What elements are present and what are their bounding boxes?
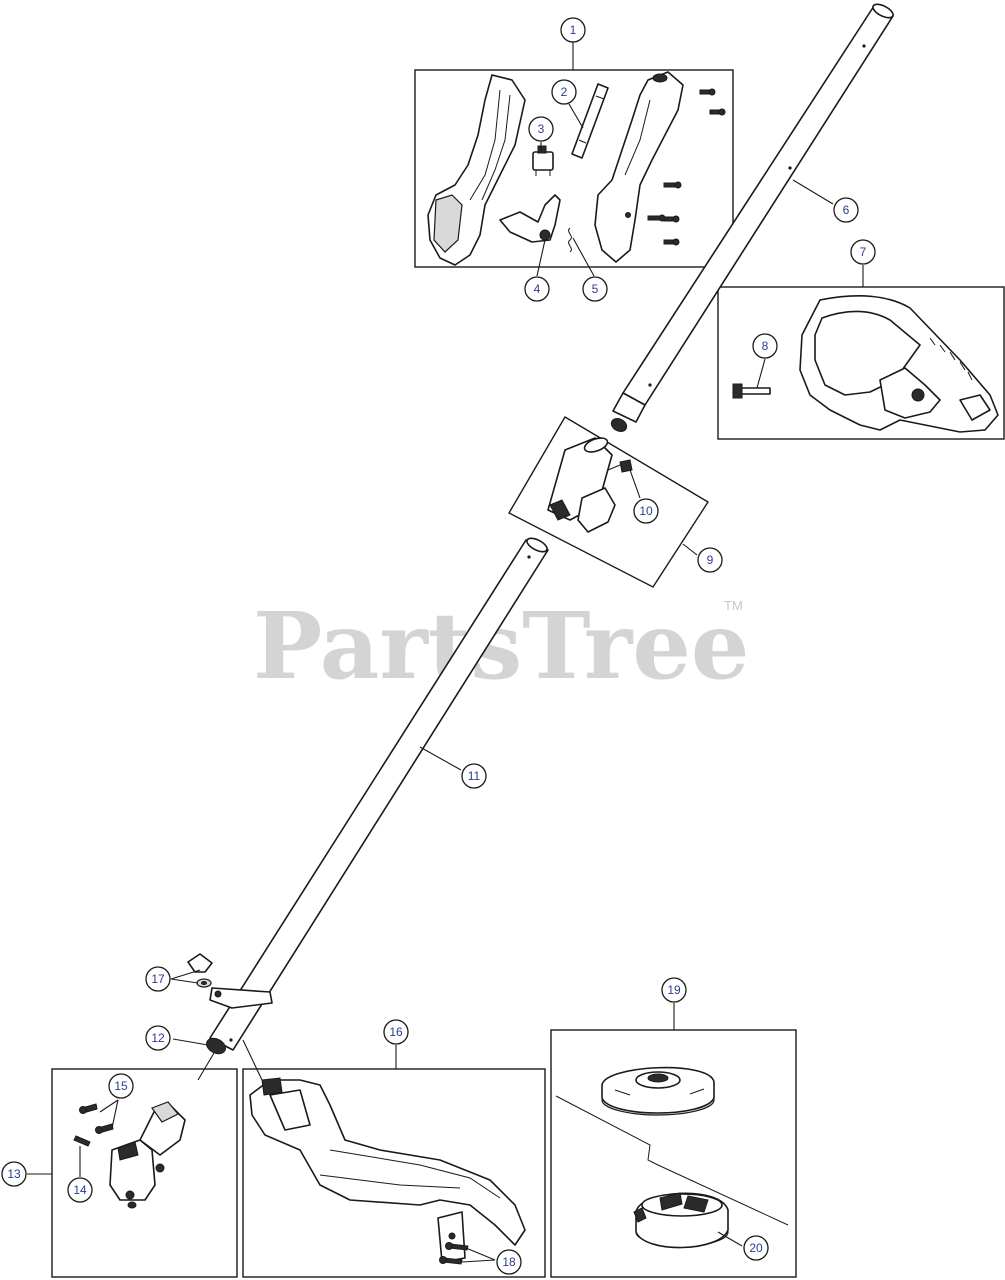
spring — [568, 227, 572, 253]
wing-nut — [187, 953, 213, 988]
handle-right-housing — [594, 71, 684, 263]
callout-5: 5 — [582, 276, 608, 302]
callout-20: 20 — [743, 1235, 769, 1261]
switch — [532, 145, 554, 176]
switch-plate — [571, 83, 609, 159]
svg-text:12: 12 — [151, 1031, 165, 1045]
callout-8: 8 — [752, 333, 778, 359]
trimmer-spool — [633, 1192, 729, 1249]
callout-15: 15 — [108, 1073, 134, 1099]
svg-text:4: 4 — [534, 282, 541, 296]
guard-screws — [439, 1242, 469, 1265]
callout-17: 17 — [145, 966, 171, 992]
shaft-clamp — [209, 987, 273, 1009]
box-assist-handle — [717, 286, 1005, 440]
svg-text:13: 13 — [7, 1167, 21, 1181]
guard — [249, 1077, 526, 1246]
svg-text:11: 11 — [468, 769, 481, 783]
trimmer-head-cap — [601, 1066, 715, 1116]
callout-7: 7 — [850, 239, 876, 265]
callout-11: 11 — [461, 763, 487, 789]
svg-text:8: 8 — [762, 339, 769, 353]
callout-9: 9 — [697, 547, 723, 573]
lower-shaft — [206, 537, 549, 1055]
callout-18: 18 — [496, 1249, 522, 1275]
assist-handle-bolt — [732, 383, 771, 399]
upper-shaft — [610, 3, 894, 432]
callout-12: 12 — [145, 1025, 171, 1051]
svg-text:2: 2 — [561, 85, 568, 99]
svg-text:10: 10 — [639, 504, 653, 518]
svg-text:16: 16 — [389, 1025, 403, 1039]
svg-text:5: 5 — [592, 282, 599, 296]
svg-text:15: 15 — [114, 1079, 128, 1093]
callout-14: 14 — [67, 1177, 93, 1203]
svg-text:1: 1 — [570, 23, 577, 37]
assist-handle — [799, 295, 999, 433]
callout-19: 19 — [661, 977, 687, 1003]
trigger — [499, 194, 561, 243]
svg-text:6: 6 — [843, 203, 850, 217]
callout-16: 16 — [383, 1019, 409, 1045]
box-drive-head — [51, 1068, 238, 1278]
svg-text:9: 9 — [707, 553, 714, 567]
callout-6: 6 — [833, 197, 859, 223]
svg-text:3: 3 — [538, 122, 545, 136]
callout-3: 3 — [528, 116, 554, 142]
watermark-tm: TM — [724, 598, 743, 613]
handle-screws — [647, 88, 726, 246]
coupler-knob — [607, 459, 633, 473]
box-handle-assembly — [414, 69, 734, 268]
box-coupler — [508, 416, 709, 588]
guard-bracket — [437, 1211, 466, 1263]
callout-2: 2 — [551, 79, 577, 105]
leader-lines — [27, 42, 864, 1263]
svg-text:14: 14 — [73, 1183, 87, 1197]
handle-left-housing — [427, 74, 526, 266]
svg-text:18: 18 — [502, 1255, 516, 1269]
box-guard — [242, 1068, 546, 1278]
trimmer-line — [555, 1095, 789, 1226]
drive-head — [109, 1101, 186, 1209]
coupler — [547, 437, 616, 533]
callout-4: 4 — [524, 276, 550, 302]
drive-head-pin — [73, 1135, 91, 1147]
svg-text:7: 7 — [860, 245, 867, 259]
svg-text:20: 20 — [749, 1241, 763, 1255]
callout-1: 1 — [560, 17, 586, 43]
callout-10: 10 — [633, 498, 659, 524]
drive-head-screws — [79, 1103, 114, 1134]
svg-text:17: 17 — [151, 972, 165, 986]
svg-text:19: 19 — [667, 983, 681, 997]
callout-13: 13 — [1, 1161, 27, 1187]
